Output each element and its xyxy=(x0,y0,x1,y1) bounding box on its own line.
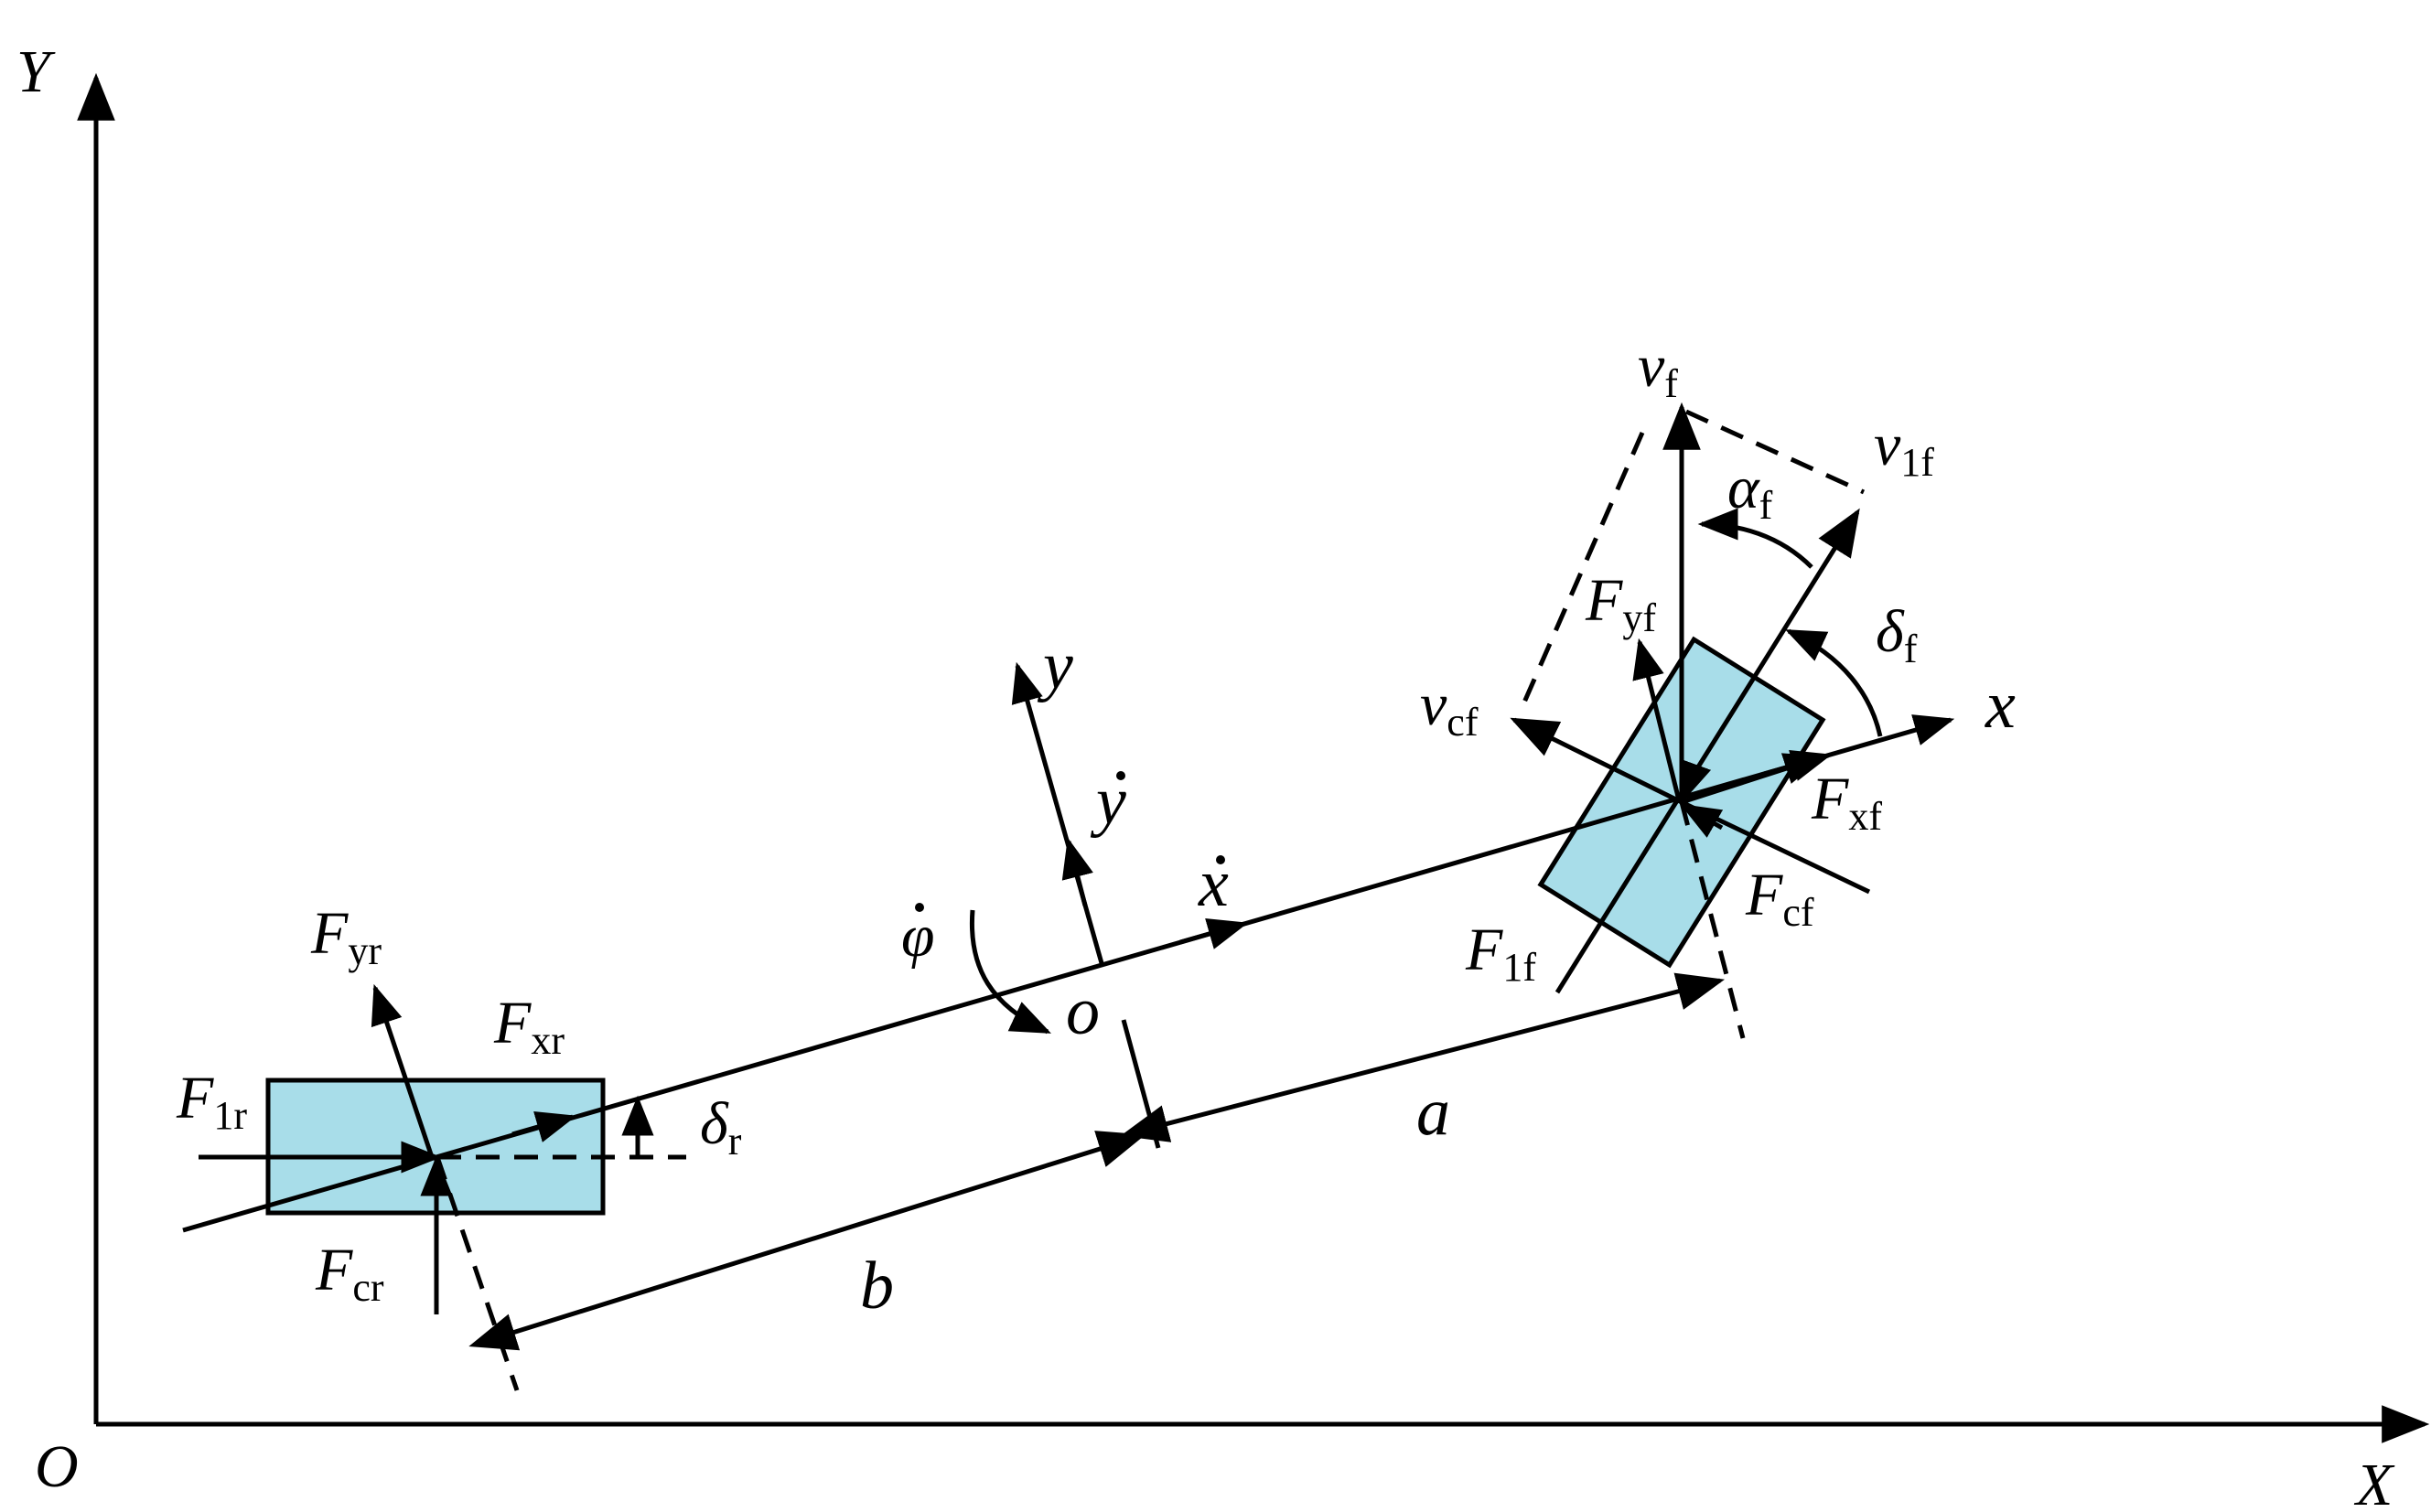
delta-f-arc xyxy=(1785,628,1883,737)
label-F-xr: Fxr xyxy=(493,990,565,1063)
center-label: o xyxy=(1066,974,1100,1049)
label-v-f: vf xyxy=(1638,333,1678,406)
global-y-label: Y xyxy=(16,38,56,105)
label-delta-f: δf xyxy=(1876,598,1918,671)
front-heading-line xyxy=(1554,508,1860,994)
vf-vcf-dash-2 xyxy=(1521,431,1645,706)
front-perp-dash xyxy=(1679,801,1746,1039)
vcf-vector xyxy=(1510,717,1683,805)
label-v-1f: v1f xyxy=(1874,412,1934,485)
label-v-cf: vcf xyxy=(1420,671,1479,745)
rear-yr-force xyxy=(371,983,435,1158)
label-F-1f: F1f xyxy=(1465,917,1536,990)
xdot-arrow xyxy=(1179,917,1249,949)
front-yf-force xyxy=(1632,638,1682,801)
origin-label: O xyxy=(35,1433,79,1500)
vf-vcf-dash-1 xyxy=(1684,409,1866,495)
global-x-label: X xyxy=(2353,1452,2395,1512)
label-F-xf: Fxf xyxy=(1811,766,1882,839)
label-F-yr: Fyr xyxy=(310,900,382,973)
phidot-label: φ xyxy=(901,903,935,970)
dimension-b xyxy=(468,1131,1146,1351)
ydot-dot xyxy=(1116,771,1125,780)
xdot-dot xyxy=(1216,855,1225,864)
front-1f-force xyxy=(1680,758,1712,803)
phidot-dot xyxy=(915,903,924,912)
label-delta-r: δr xyxy=(700,1090,742,1163)
dimension-a xyxy=(1120,972,1726,1142)
label-F-yf: Fyf xyxy=(1585,567,1656,640)
label-F-1r: F1r xyxy=(176,1065,247,1138)
label-F-cf: Fcf xyxy=(1745,862,1814,935)
alpha-f-arc xyxy=(1697,508,1813,569)
local-y-label: y xyxy=(1037,628,1073,703)
label-F-cr: Fcr xyxy=(315,1237,384,1310)
ydot-arrow xyxy=(1061,837,1093,906)
length-a-label: a xyxy=(1416,1075,1450,1150)
label-alpha-f: αf xyxy=(1727,455,1773,528)
local-x-label: x xyxy=(1985,668,2016,743)
yaw-rate-arc xyxy=(969,909,1051,1035)
vehicle-y-axis xyxy=(1011,661,1104,964)
length-b-label: b xyxy=(860,1249,894,1324)
front-cf-force xyxy=(1680,803,1724,838)
center-tick xyxy=(1121,1019,1161,1149)
